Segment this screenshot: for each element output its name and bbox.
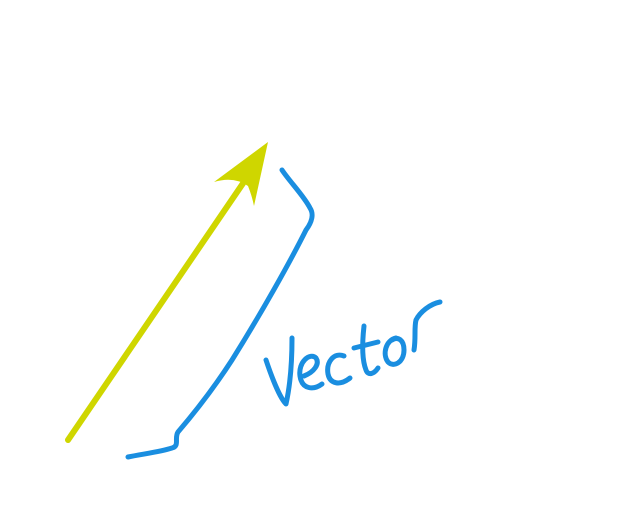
arrow-head bbox=[214, 142, 268, 206]
vector-label: Vector bbox=[263, 299, 443, 407]
arrow-shaft bbox=[65, 173, 251, 443]
vector-handwriting bbox=[263, 299, 443, 407]
brace-icon bbox=[125, 167, 315, 460]
vector-label-text: Vector bbox=[348, 363, 352, 366]
arrow-icon bbox=[65, 142, 268, 443]
